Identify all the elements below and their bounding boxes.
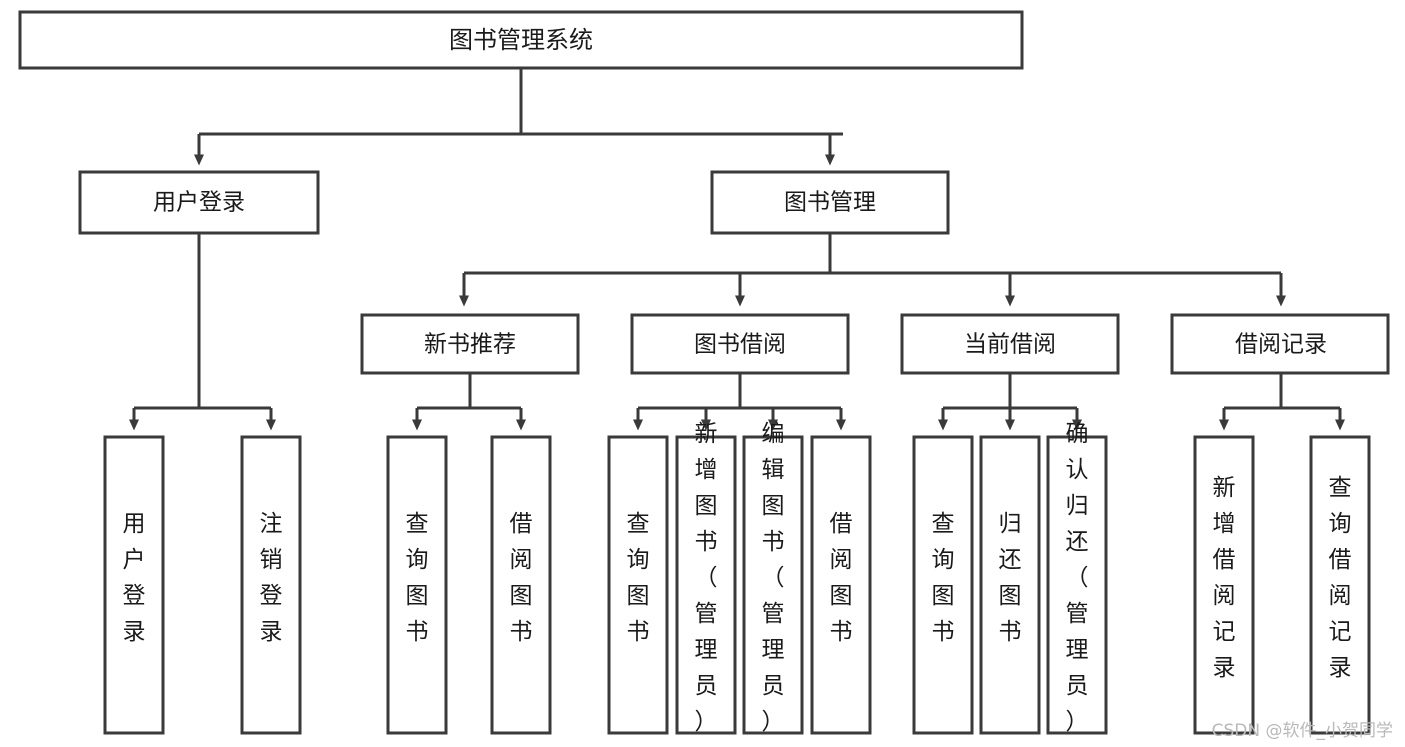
node-leaf-return-book-label: 归还图书 xyxy=(999,511,1022,645)
node-leaf-add-book-label: 新增图书（管理员） xyxy=(695,421,718,735)
node-leaf-confirm-return[interactable]: 确认归还（管理员） xyxy=(1046,421,1108,735)
node-current-borrow-label: 当前借阅 xyxy=(964,332,1056,358)
node-leaf-add-record-label: 新增借阅记录 xyxy=(1213,475,1236,681)
edge-root-to-level2 xyxy=(194,68,843,166)
node-leaf-borrow-book-2-label: 借阅图书 xyxy=(830,511,853,645)
node-leaf-logout-login[interactable]: 注销登录 xyxy=(240,435,302,735)
node-leaf-user-login[interactable]: 用户登录 xyxy=(103,435,165,735)
node-leaf-confirm-return-label: 确认归还（管理员） xyxy=(1066,421,1089,735)
node-current-borrow[interactable]: 当前借阅 xyxy=(900,313,1120,375)
node-book-management[interactable]: 图书管理 xyxy=(710,170,950,235)
node-leaf-query-book-2[interactable]: 查询图书 xyxy=(607,435,669,735)
node-leaf-query-record[interactable]: 查询借阅记录 xyxy=(1309,435,1371,735)
edge-newbook-to-leaves xyxy=(412,373,526,431)
edge-userlogin-to-leaves xyxy=(129,233,276,431)
edge-bookmanagement-to-level3 xyxy=(459,233,1286,307)
node-new-book-recommend-label: 新书推荐 xyxy=(424,332,516,358)
node-leaf-edit-book[interactable]: 编辑图书（管理员） xyxy=(742,421,804,735)
node-user-login-label: 用户登录 xyxy=(153,190,245,216)
node-borrow-record[interactable]: 借阅记录 xyxy=(1170,313,1390,375)
node-leaf-borrow-book-1-label: 借阅图书 xyxy=(510,511,533,645)
node-leaf-add-record[interactable]: 新增借阅记录 xyxy=(1193,435,1255,735)
node-leaf-edit-book-label: 编辑图书（管理员） xyxy=(762,421,785,735)
node-leaf-query-record-label: 查询借阅记录 xyxy=(1329,475,1352,681)
edge-bookborrow-to-leaves xyxy=(633,373,846,431)
node-root[interactable]: 图书管理系统 xyxy=(18,10,1024,70)
edge-currentborrow-to-leaves xyxy=(938,373,1082,431)
node-leaf-query-book-3[interactable]: 查询图书 xyxy=(912,435,974,735)
node-book-management-label: 图书管理 xyxy=(784,190,876,216)
node-book-borrow[interactable]: 图书借阅 xyxy=(630,313,850,375)
node-leaf-query-book-2-label: 查询图书 xyxy=(627,511,650,645)
node-leaf-borrow-book-2[interactable]: 借阅图书 xyxy=(810,435,872,735)
node-leaf-user-login-label: 用户登录 xyxy=(123,511,146,645)
node-book-borrow-label: 图书借阅 xyxy=(694,332,786,358)
node-leaf-add-book[interactable]: 新增图书（管理员） xyxy=(675,421,737,735)
node-leaf-query-book-3-label: 查询图书 xyxy=(932,511,955,645)
node-leaf-borrow-book-1[interactable]: 借阅图书 xyxy=(490,435,552,735)
node-leaf-query-book-1[interactable]: 查询图书 xyxy=(386,435,448,735)
edge-borrowrecord-to-leaves xyxy=(1219,373,1345,431)
node-user-login[interactable]: 用户登录 xyxy=(78,170,320,235)
node-new-book-recommend[interactable]: 新书推荐 xyxy=(360,313,580,375)
node-borrow-record-label: 借阅记录 xyxy=(1235,332,1327,358)
node-leaf-query-book-1-label: 查询图书 xyxy=(406,511,429,645)
node-leaf-return-book[interactable]: 归还图书 xyxy=(979,435,1041,735)
node-root-label: 图书管理系统 xyxy=(449,26,593,54)
node-leaf-logout-login-label: 注销登录 xyxy=(260,511,283,645)
